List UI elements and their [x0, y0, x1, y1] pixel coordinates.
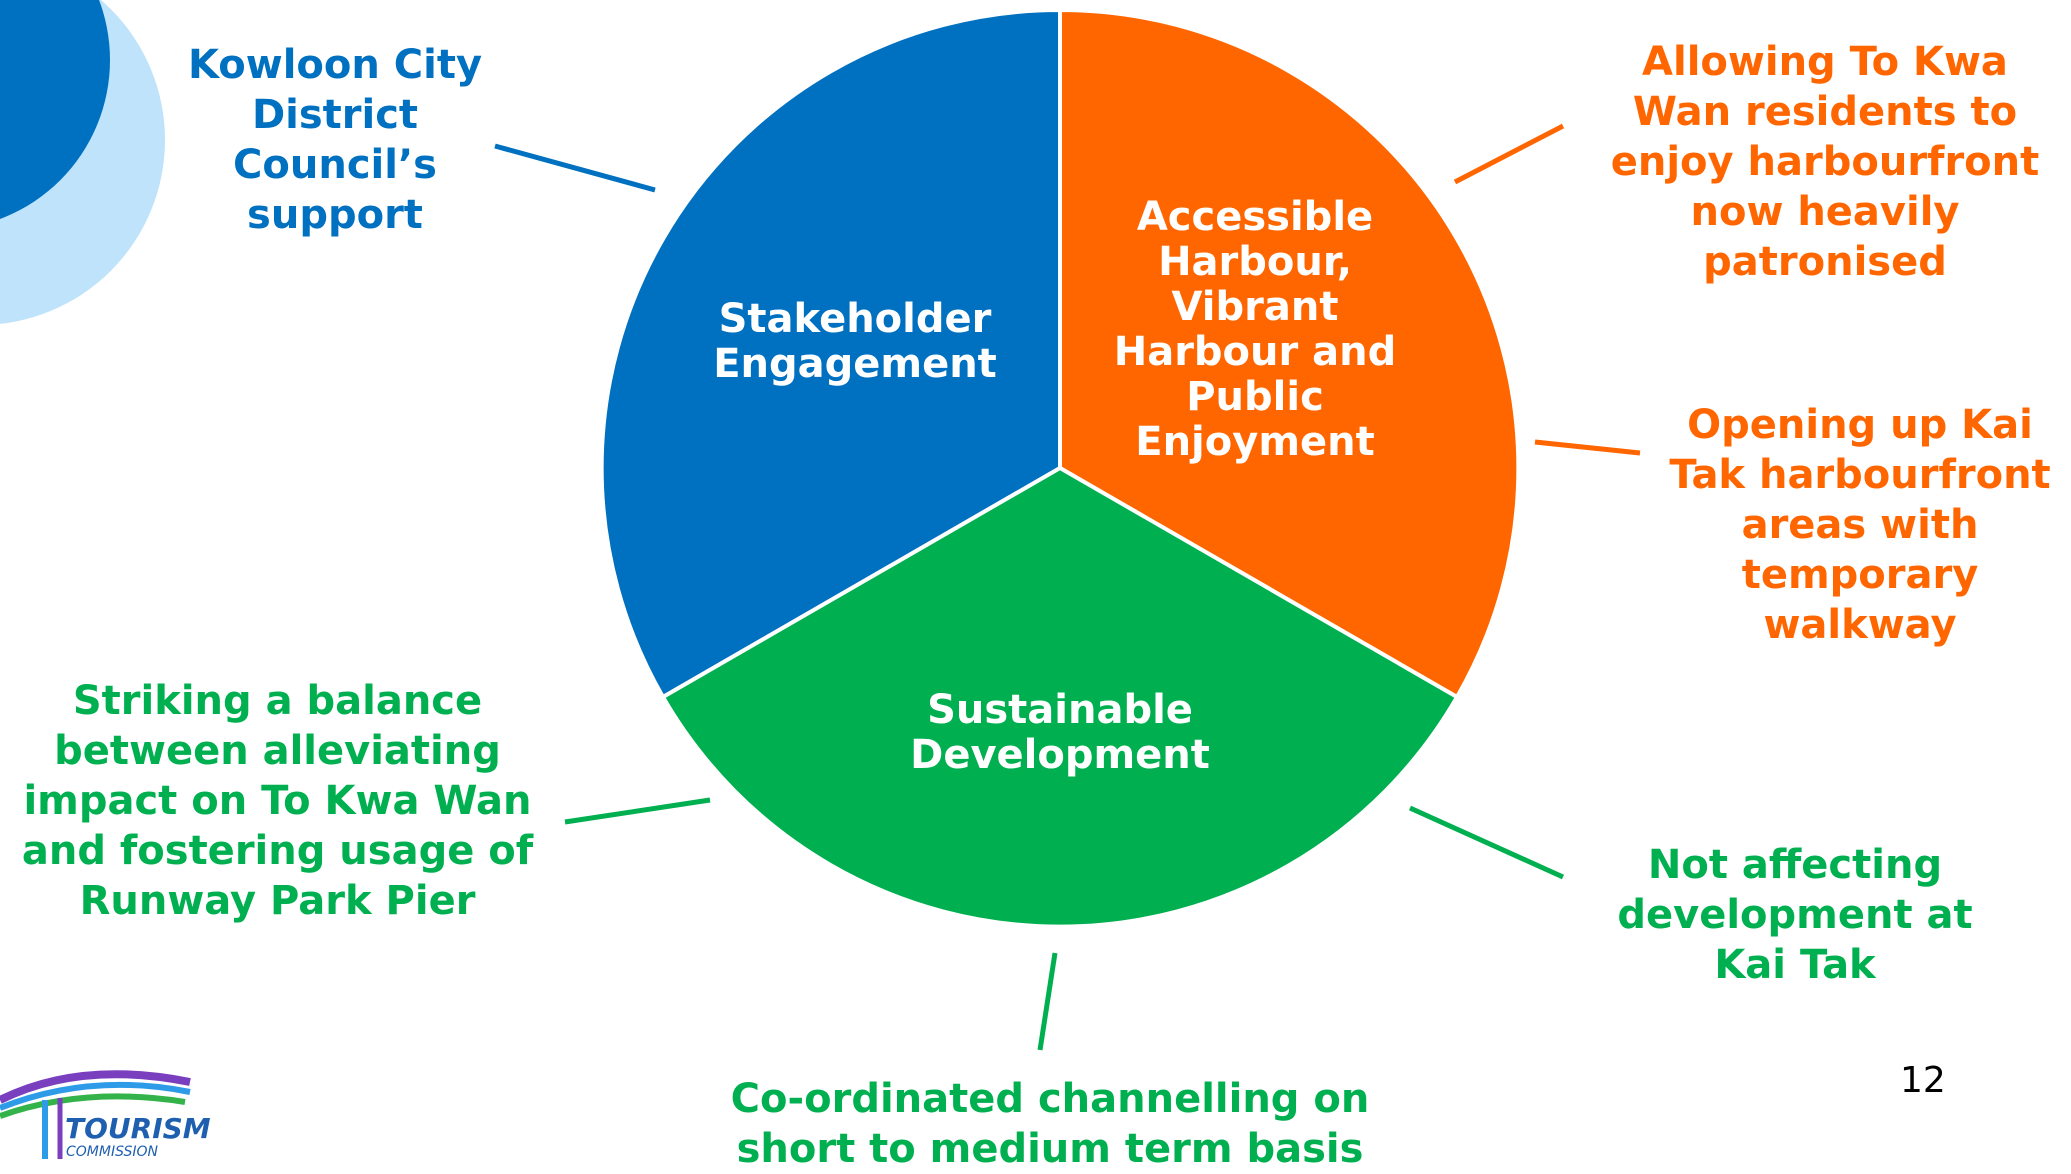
callout-coordinated-channelling: Co-ordinated channelling on short to med…: [730, 1076, 1370, 1172]
tourism-commission-logo-mark: [0, 1070, 191, 1159]
connector-not-affecting: [1408, 805, 1565, 880]
callout-kowloon-city-council: Kowloon City District Council’s support: [187, 42, 483, 238]
segment-label-stakeholder: Stakeholder Engagement: [713, 296, 997, 387]
callout-to-kwa-wan-residents: Allowing To Kwa Wan residents to enjoy h…: [1610, 39, 2040, 285]
pie-chart: [599, 7, 1521, 929]
decor-dark-circle: [0, 0, 110, 220]
callout-striking-balance: Striking a balance between alleviating i…: [21, 678, 534, 924]
segment-sustainable-development: [660, 465, 1460, 929]
segment-accessible-harbour: [1058, 7, 1521, 700]
segment-stakeholder-engagement: [599, 7, 1062, 700]
connector-to-kwa-wan: [1453, 123, 1565, 185]
segment-label-sustainable: Sustainable Development: [910, 687, 1210, 778]
logo-name: TOURISM: [65, 1112, 211, 1145]
page-number: 12: [1900, 1060, 1946, 1101]
callout-kai-tak-walkway: Opening up Kai Tak harbourfront areas wi…: [1669, 402, 2051, 648]
connector-coordinated: [1037, 952, 1058, 1051]
connector-kowloon: [494, 143, 656, 193]
segment-label-harbour: Accessible Harbour, Vibrant Harbour and …: [1113, 194, 1397, 465]
logo-subtitle: COMMISSION: [66, 1144, 158, 1160]
connector-kai-tak-walkway: [1534, 439, 1641, 456]
callout-not-affecting-development: Not affecting development at Kai Tak: [1617, 842, 1973, 988]
connector-striking: [564, 797, 711, 825]
